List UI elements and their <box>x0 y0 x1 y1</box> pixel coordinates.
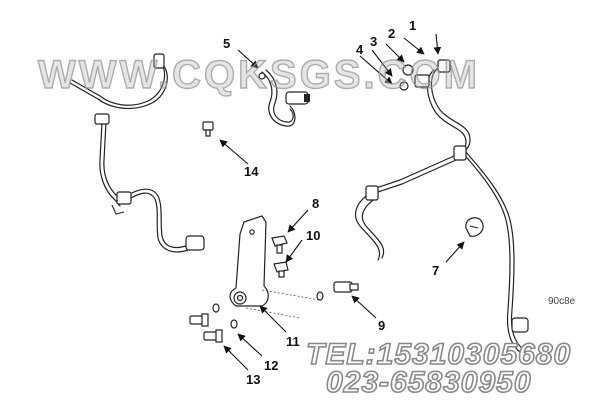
line-end-fitting <box>153 53 165 69</box>
callout-8: 8 <box>312 196 319 211</box>
callout-12: 12 <box>264 358 278 373</box>
callout-9: 9 <box>378 318 385 333</box>
hose-clamp-left <box>94 113 110 125</box>
callout-5: 5 <box>223 36 230 51</box>
callout-7: 7 <box>432 263 439 278</box>
connector-right-upper <box>365 185 379 201</box>
right-fuel-line: 90c8e <box>355 59 576 353</box>
o-ring-12b <box>230 319 238 329</box>
callout-3: 3 <box>370 34 377 49</box>
fitting-9 <box>316 281 359 301</box>
callout-labels: 1 2 3 4 5 7 8 9 10 11 12 13 14 <box>223 18 439 387</box>
lower-fitting-right <box>511 317 529 333</box>
corner-text: 90c8e <box>548 296 576 307</box>
callout-10: 10 <box>306 228 320 243</box>
clamp-7 <box>465 217 484 237</box>
washer-3 <box>399 81 409 91</box>
left-fuel-line <box>69 53 205 253</box>
fitting-1 <box>437 59 451 73</box>
tee-fitting-left <box>116 191 132 205</box>
washer-2 <box>402 64 414 76</box>
callout-13: 13 <box>246 372 260 387</box>
watermark-tel: TEL:15310305680 <box>306 338 571 371</box>
callout-2: 2 <box>388 26 395 41</box>
bolt-10 <box>273 261 289 278</box>
callout-11: 11 <box>286 334 300 349</box>
nut-fitting-left <box>185 235 205 251</box>
callout-4: 4 <box>356 42 364 57</box>
bent-tube-5 <box>258 69 310 127</box>
tee-right <box>453 145 467 161</box>
watermark-phone: 023-65830950 <box>326 366 532 399</box>
leader-arrows <box>219 33 465 371</box>
bolt-14 <box>202 121 214 137</box>
fittings-12-13 <box>189 303 238 343</box>
banjo-bolt-4 <box>414 74 430 88</box>
o-ring-9 <box>316 291 324 301</box>
watermark-site: WWW.CQKSGS.COM <box>38 53 480 97</box>
callout-1: 1 <box>409 18 416 33</box>
callout-14: 14 <box>244 164 259 179</box>
bolt-8 <box>271 235 288 254</box>
o-ring-12a <box>212 303 220 313</box>
